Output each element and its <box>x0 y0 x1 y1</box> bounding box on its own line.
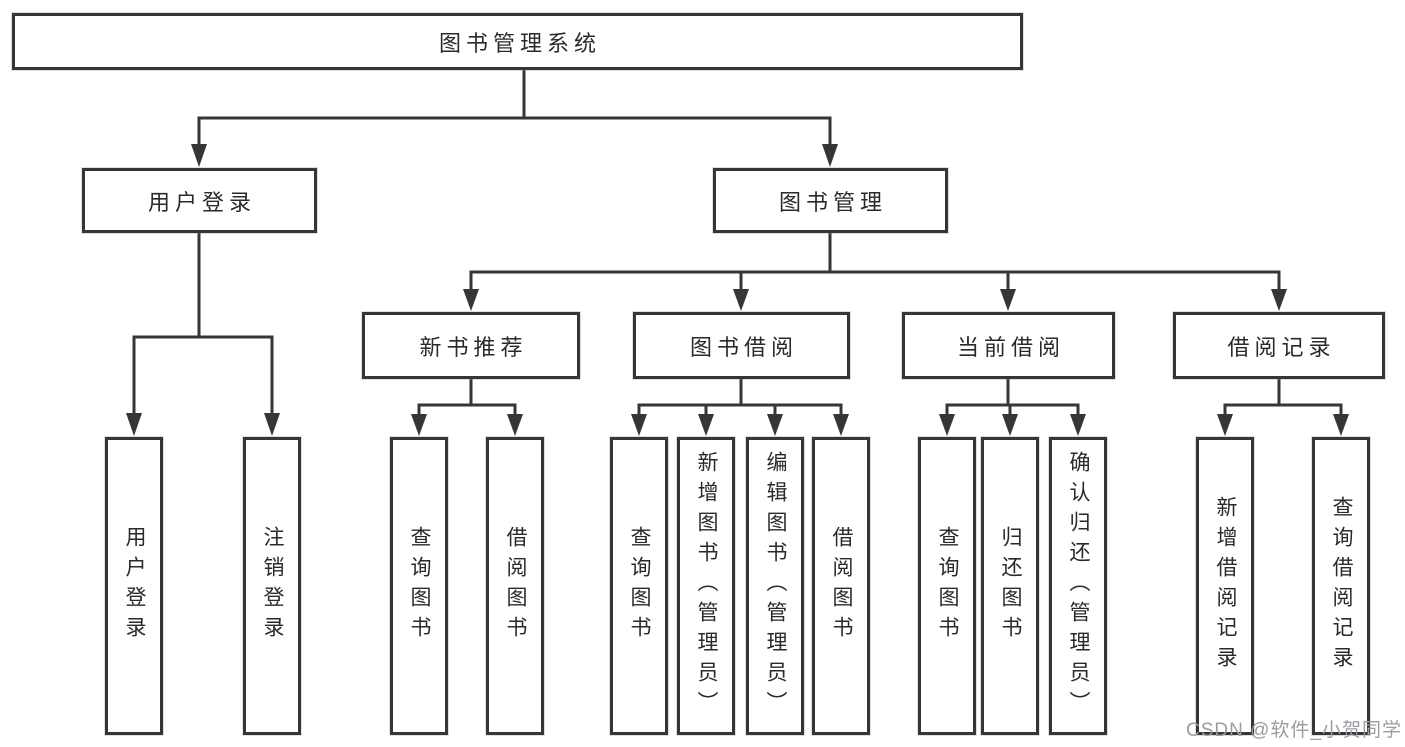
leaf-borrow-query-books: 查询图书 <box>610 437 668 735</box>
node-borrow-record: 借阅记录 <box>1173 312 1385 379</box>
leaf-current-confirm-return-admin: 确认归还（管理员） <box>1049 437 1107 735</box>
leaf-borrow-edit-books-admin: 编辑图书（管理员） <box>746 437 804 735</box>
node-user-login: 用户登录 <box>82 168 317 233</box>
node-current-borrow: 当前借阅 <box>902 312 1115 379</box>
node-root-system: 图书管理系统 <box>12 13 1023 70</box>
leaf-newbook-query-books: 查询图书 <box>390 437 448 735</box>
node-new-book-recommend: 新书推荐 <box>362 312 580 379</box>
arrowhead-group <box>126 144 1349 436</box>
leaf-logout-login: 注销登录 <box>243 437 301 735</box>
leaf-current-return-books: 归还图书 <box>981 437 1039 735</box>
node-book-borrow: 图书借阅 <box>633 312 850 379</box>
leaf-borrow-borrow-books: 借阅图书 <box>812 437 870 735</box>
leaf-record-add-record: 新增借阅记录 <box>1196 437 1254 735</box>
csdn-watermark: CSDN @软件_小贺同学 <box>1186 720 1402 741</box>
node-book-management: 图书管理 <box>713 168 948 233</box>
leaf-record-query-record: 查询借阅记录 <box>1312 437 1370 735</box>
leaf-borrow-add-books-admin: 新增图书（管理员） <box>677 437 735 735</box>
leaf-user-login: 用户登录 <box>105 437 163 735</box>
leaf-current-query-books: 查询图书 <box>918 437 976 735</box>
leaf-newbook-borrow-books: 借阅图书 <box>486 437 544 735</box>
